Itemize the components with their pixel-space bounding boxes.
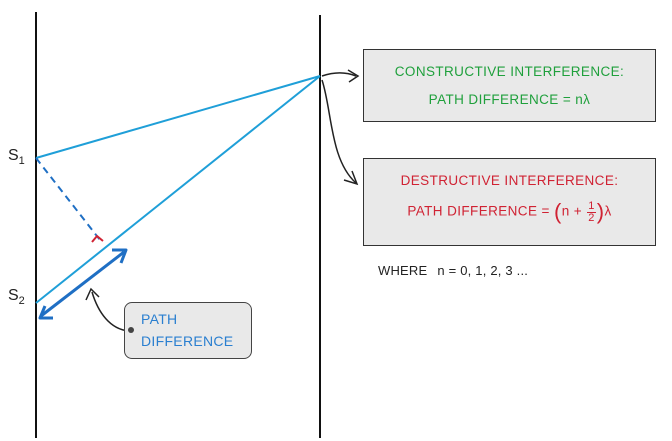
tag-pointer-arrowhead [85, 287, 100, 301]
n-values: n = 0, 1, 2, 3 ... [437, 263, 529, 278]
arrow-head-lower [38, 305, 53, 320]
where-label: WHERE [378, 263, 428, 278]
destructive-interference-box: DESTRUCTIVE INTERFERENCE: PATH DIFFERENC… [363, 158, 656, 246]
arrow-head-upper [112, 248, 128, 264]
where-condition: WHERE n = 0, 1, 2, 3 ... [378, 263, 528, 278]
right-angle-marker [91, 234, 104, 243]
arrow-to-constructive [321, 72, 357, 77]
lambda-symbol: λ [604, 203, 612, 219]
arrow-to-destructive [321, 79, 357, 184]
destructive-title: DESTRUCTIVE INTERFERENCE: [400, 173, 619, 188]
arrow-to-constructive-head [347, 69, 360, 83]
source-s1-label: S1 [8, 147, 25, 168]
ray-from-s1 [35, 75, 321, 159]
paren-close: ) [596, 199, 605, 224]
constructive-interference-box: CONSTRUCTIVE INTERFERENCE: PATH DIFFEREN… [363, 49, 656, 122]
n-plus: n + [561, 203, 583, 219]
tag-line-1: PATH [141, 311, 178, 327]
ray-from-s2 [35, 75, 321, 304]
constructive-title: CONSTRUCTIVE INTERFERENCE: [394, 64, 625, 79]
perpendicular-dashed-line [35, 157, 101, 241]
tag-line-2: DIFFERENCE [141, 333, 234, 349]
path-difference-arrow [40, 250, 125, 318]
tag-hole-icon [128, 327, 134, 333]
arrow-to-destructive-head [343, 170, 359, 186]
source-s2-label: S2 [8, 287, 25, 308]
path-difference-tag: PATH DIFFERENCE [124, 302, 252, 359]
constructive-formula: PATH DIFFERENCE = nλ [428, 92, 591, 107]
destructive-formula-prefix: PATH DIFFERENCE = [407, 203, 550, 219]
paren-open: ( [553, 199, 562, 224]
